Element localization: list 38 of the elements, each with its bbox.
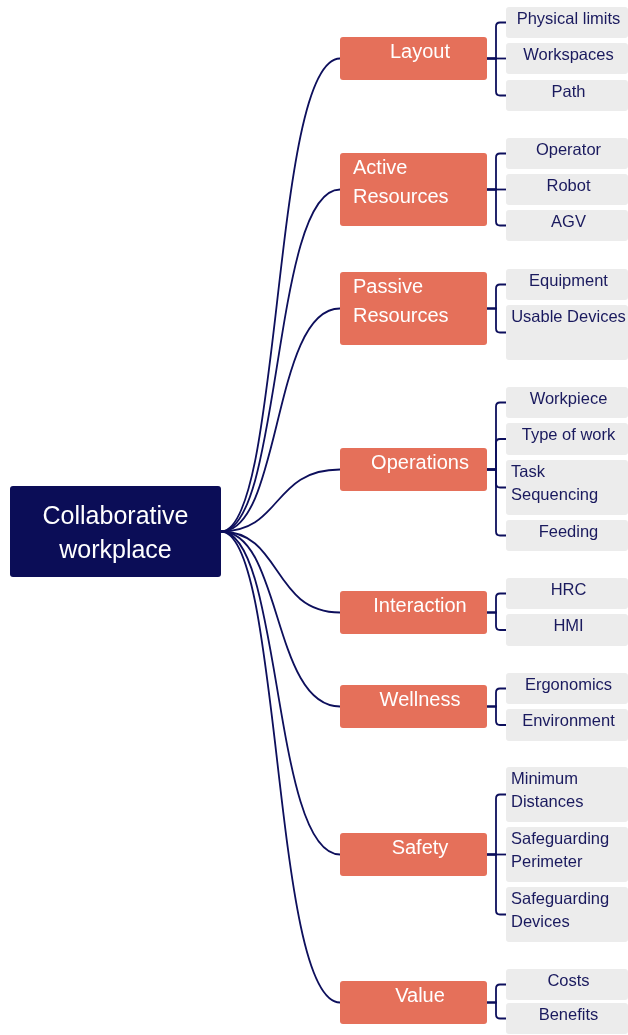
- leaf-box: Usable Devices: [506, 305, 628, 360]
- connector-line: [486, 307, 507, 334]
- leaf-box: HRC: [506, 578, 628, 609]
- leaf-box: Ergonomics: [506, 673, 628, 704]
- category-box: Active Resources: [340, 153, 487, 226]
- leaf-box: HMI: [506, 614, 628, 646]
- connector-line: [486, 1001, 507, 1020]
- connector-line: [486, 611, 507, 631]
- category-box: Layout: [340, 37, 487, 80]
- connector-line: [486, 468, 507, 537]
- leaf-box: Type of work: [506, 423, 628, 455]
- leaf-box: Minimum Distances: [506, 767, 628, 822]
- leaf-box: Robot: [506, 174, 628, 205]
- category-box: Operations: [340, 448, 487, 491]
- leaf-box: Physical limits: [506, 7, 628, 38]
- category-box: Safety: [340, 833, 487, 876]
- category-box: Interaction: [340, 591, 487, 634]
- category-box: Wellness: [340, 685, 487, 728]
- leaf-box: Workspaces: [506, 43, 628, 74]
- connector-line: [486, 705, 507, 726]
- connector-line: [486, 188, 507, 227]
- leaf-box: Environment: [506, 709, 628, 741]
- leaf-box: Workpiece: [506, 387, 628, 418]
- leaf-box: AGV: [506, 210, 628, 241]
- connector-line: [486, 853, 507, 916]
- category-box: Passive Resources: [340, 272, 487, 345]
- category-box: Value: [340, 981, 487, 1024]
- leaf-box: Benefits: [506, 1003, 628, 1034]
- leaf-box: Task Sequencing: [506, 460, 628, 515]
- leaf-box: Safeguarding Perimeter: [506, 827, 628, 882]
- connector-line: [486, 57, 507, 97]
- leaf-box: Equipment: [506, 269, 628, 300]
- leaf-box: Operator: [506, 138, 628, 169]
- leaf-box: Feeding: [506, 520, 628, 551]
- root-box: Collaborative workplace: [10, 486, 221, 577]
- leaf-box: Path: [506, 80, 628, 111]
- leaf-box: Costs: [506, 969, 628, 1000]
- leaf-box: Safeguarding Devices: [506, 887, 628, 942]
